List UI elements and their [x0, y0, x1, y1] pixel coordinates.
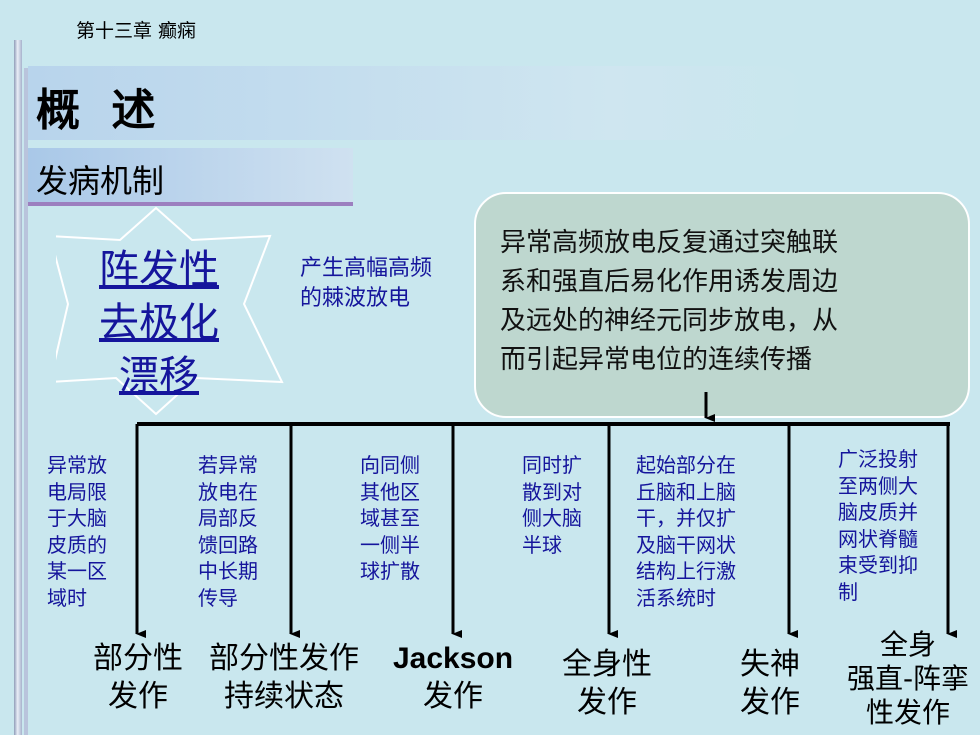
cond-line: 制: [838, 579, 858, 604]
origin-line-2: 去极化: [99, 300, 219, 346]
cond-line: 域甚至: [360, 506, 420, 530]
outcome-line: 强直-阵挛: [846, 662, 970, 695]
propagation-line-1: 异常高频放电反复通过突触联: [500, 228, 839, 258]
left-accent-bar: [14, 40, 22, 735]
outcome-line: 发作: [108, 679, 168, 714]
outcome-line: Jackson: [392, 642, 514, 675]
cond-line: 球扩散: [360, 559, 420, 583]
propagation-line-4: 而引起异常电位的连续传播: [500, 345, 813, 375]
outcome-line: 失神: [740, 647, 800, 682]
cond-line: 域时: [47, 585, 87, 610]
outcome-line: 发作: [423, 679, 483, 714]
origin-starburst-shape: [56, 206, 284, 416]
branch-condition-2: 若异常 放电在 局部反 馈回路 中长期 传导: [198, 452, 258, 611]
origin-line-1: 阵发性: [99, 247, 219, 293]
cond-line: 于大脑: [47, 506, 107, 530]
title-band: [28, 66, 808, 140]
cond-line: 散到对: [522, 479, 582, 504]
branch-condition-6: 广泛投射 至两侧大 脑皮质并 网状脊髓 束受到抑 制: [838, 446, 918, 605]
spike-line-1: 产生高幅高频: [300, 256, 433, 281]
cond-line: 向同侧: [360, 453, 420, 477]
outcome-line: 全身: [879, 628, 936, 661]
cond-line: 丘脑和上脑: [636, 479, 736, 504]
cond-line: 一侧半: [360, 532, 420, 557]
cond-line: 网状脊髓: [838, 526, 918, 551]
branch-condition-4: 同时扩 散到对 侧大脑 半球: [522, 452, 582, 558]
cond-line: 其他区: [360, 479, 420, 504]
cond-line: 放电在: [198, 479, 258, 504]
outcome-line: 性发作: [865, 696, 950, 729]
cond-line: 结构上行激: [636, 559, 736, 583]
cond-line: 电局限: [47, 479, 107, 504]
spike-discharge-label: 产生高幅高频 的棘波放电: [300, 254, 432, 314]
cond-line: 至两侧大: [838, 473, 918, 498]
propagation-line-2: 系和强直后易化作用诱发周边: [500, 267, 839, 297]
cond-line: 局部反: [198, 506, 258, 530]
spike-line-2: 的棘波放电: [300, 286, 411, 311]
cond-line: 及脑干网状: [636, 532, 736, 557]
cond-line: 传导: [198, 585, 238, 610]
cond-line: 起始部分在: [636, 453, 736, 477]
cond-line: 束受到抑: [838, 553, 918, 577]
cond-line: 同时扩: [522, 453, 582, 477]
origin-line-3: 漂移: [119, 353, 199, 399]
outcome-line: 全身性: [562, 647, 652, 682]
subtitle-underline: [28, 202, 353, 206]
propagation-callout: [474, 192, 970, 418]
propagation-line-3: 及远处的神经元同步放电，从: [500, 306, 839, 336]
cond-line: 半球: [522, 532, 562, 557]
cond-line: 馈回路: [198, 532, 258, 557]
outcome-absence-seizure: 失神 发作: [722, 646, 818, 722]
cond-line: 干，并仅扩: [636, 506, 736, 530]
branch-condition-1: 异常放 电局限 于大脑 皮质的 某一区 域时: [47, 452, 107, 611]
left-accent-bar-inner: [24, 68, 28, 735]
outcome-generalized-seizure: 全身性 发作: [540, 646, 674, 722]
section-subtitle: 发病机制: [36, 162, 165, 200]
cond-line: 中长期: [198, 559, 258, 583]
origin-label: 阵发性 去极化 漂移: [70, 244, 248, 403]
propagation-text: 异常高频放电反复通过突触联 系和强直后易化作用诱发周边 及远处的神经元同步放电，…: [500, 224, 956, 380]
cond-line: 活系统时: [636, 585, 716, 610]
cond-line: 某一区: [47, 559, 107, 583]
outcome-line: 部分性发作: [209, 641, 359, 676]
outcome-line: 持续状态: [224, 679, 344, 714]
slide-title: 概 述: [36, 85, 164, 136]
chapter-header: 第十三章 癫痫: [76, 20, 197, 42]
branch-condition-5: 起始部分在 丘脑和上脑 干，并仅扩 及脑干网状 结构上行激 活系统时: [636, 452, 736, 611]
outcome-line: 发作: [577, 685, 637, 720]
cond-line: 若异常: [198, 453, 258, 477]
outcome-line: 部分性: [93, 641, 183, 676]
outcome-partial-status: 部分性发作 持续状态: [194, 640, 374, 716]
outcome-line: 发作: [740, 685, 800, 720]
cond-line: 脑皮质并: [838, 500, 918, 524]
cond-line: 广泛投射: [838, 447, 918, 471]
cond-line: 皮质的: [47, 532, 107, 557]
subtitle-band: [28, 148, 353, 206]
outcome-partial-seizure: 部分性 发作: [58, 640, 218, 716]
cond-line: 异常放: [47, 453, 107, 477]
outcome-tonic-clonic-seizure: 全身 强直-阵挛 性发作: [836, 628, 980, 730]
outcome-jackson-seizure: Jackson 发作: [378, 640, 528, 716]
branch-condition-3: 向同侧 其他区 域甚至 一侧半 球扩散: [360, 452, 420, 585]
cond-line: 侧大脑: [522, 506, 582, 530]
